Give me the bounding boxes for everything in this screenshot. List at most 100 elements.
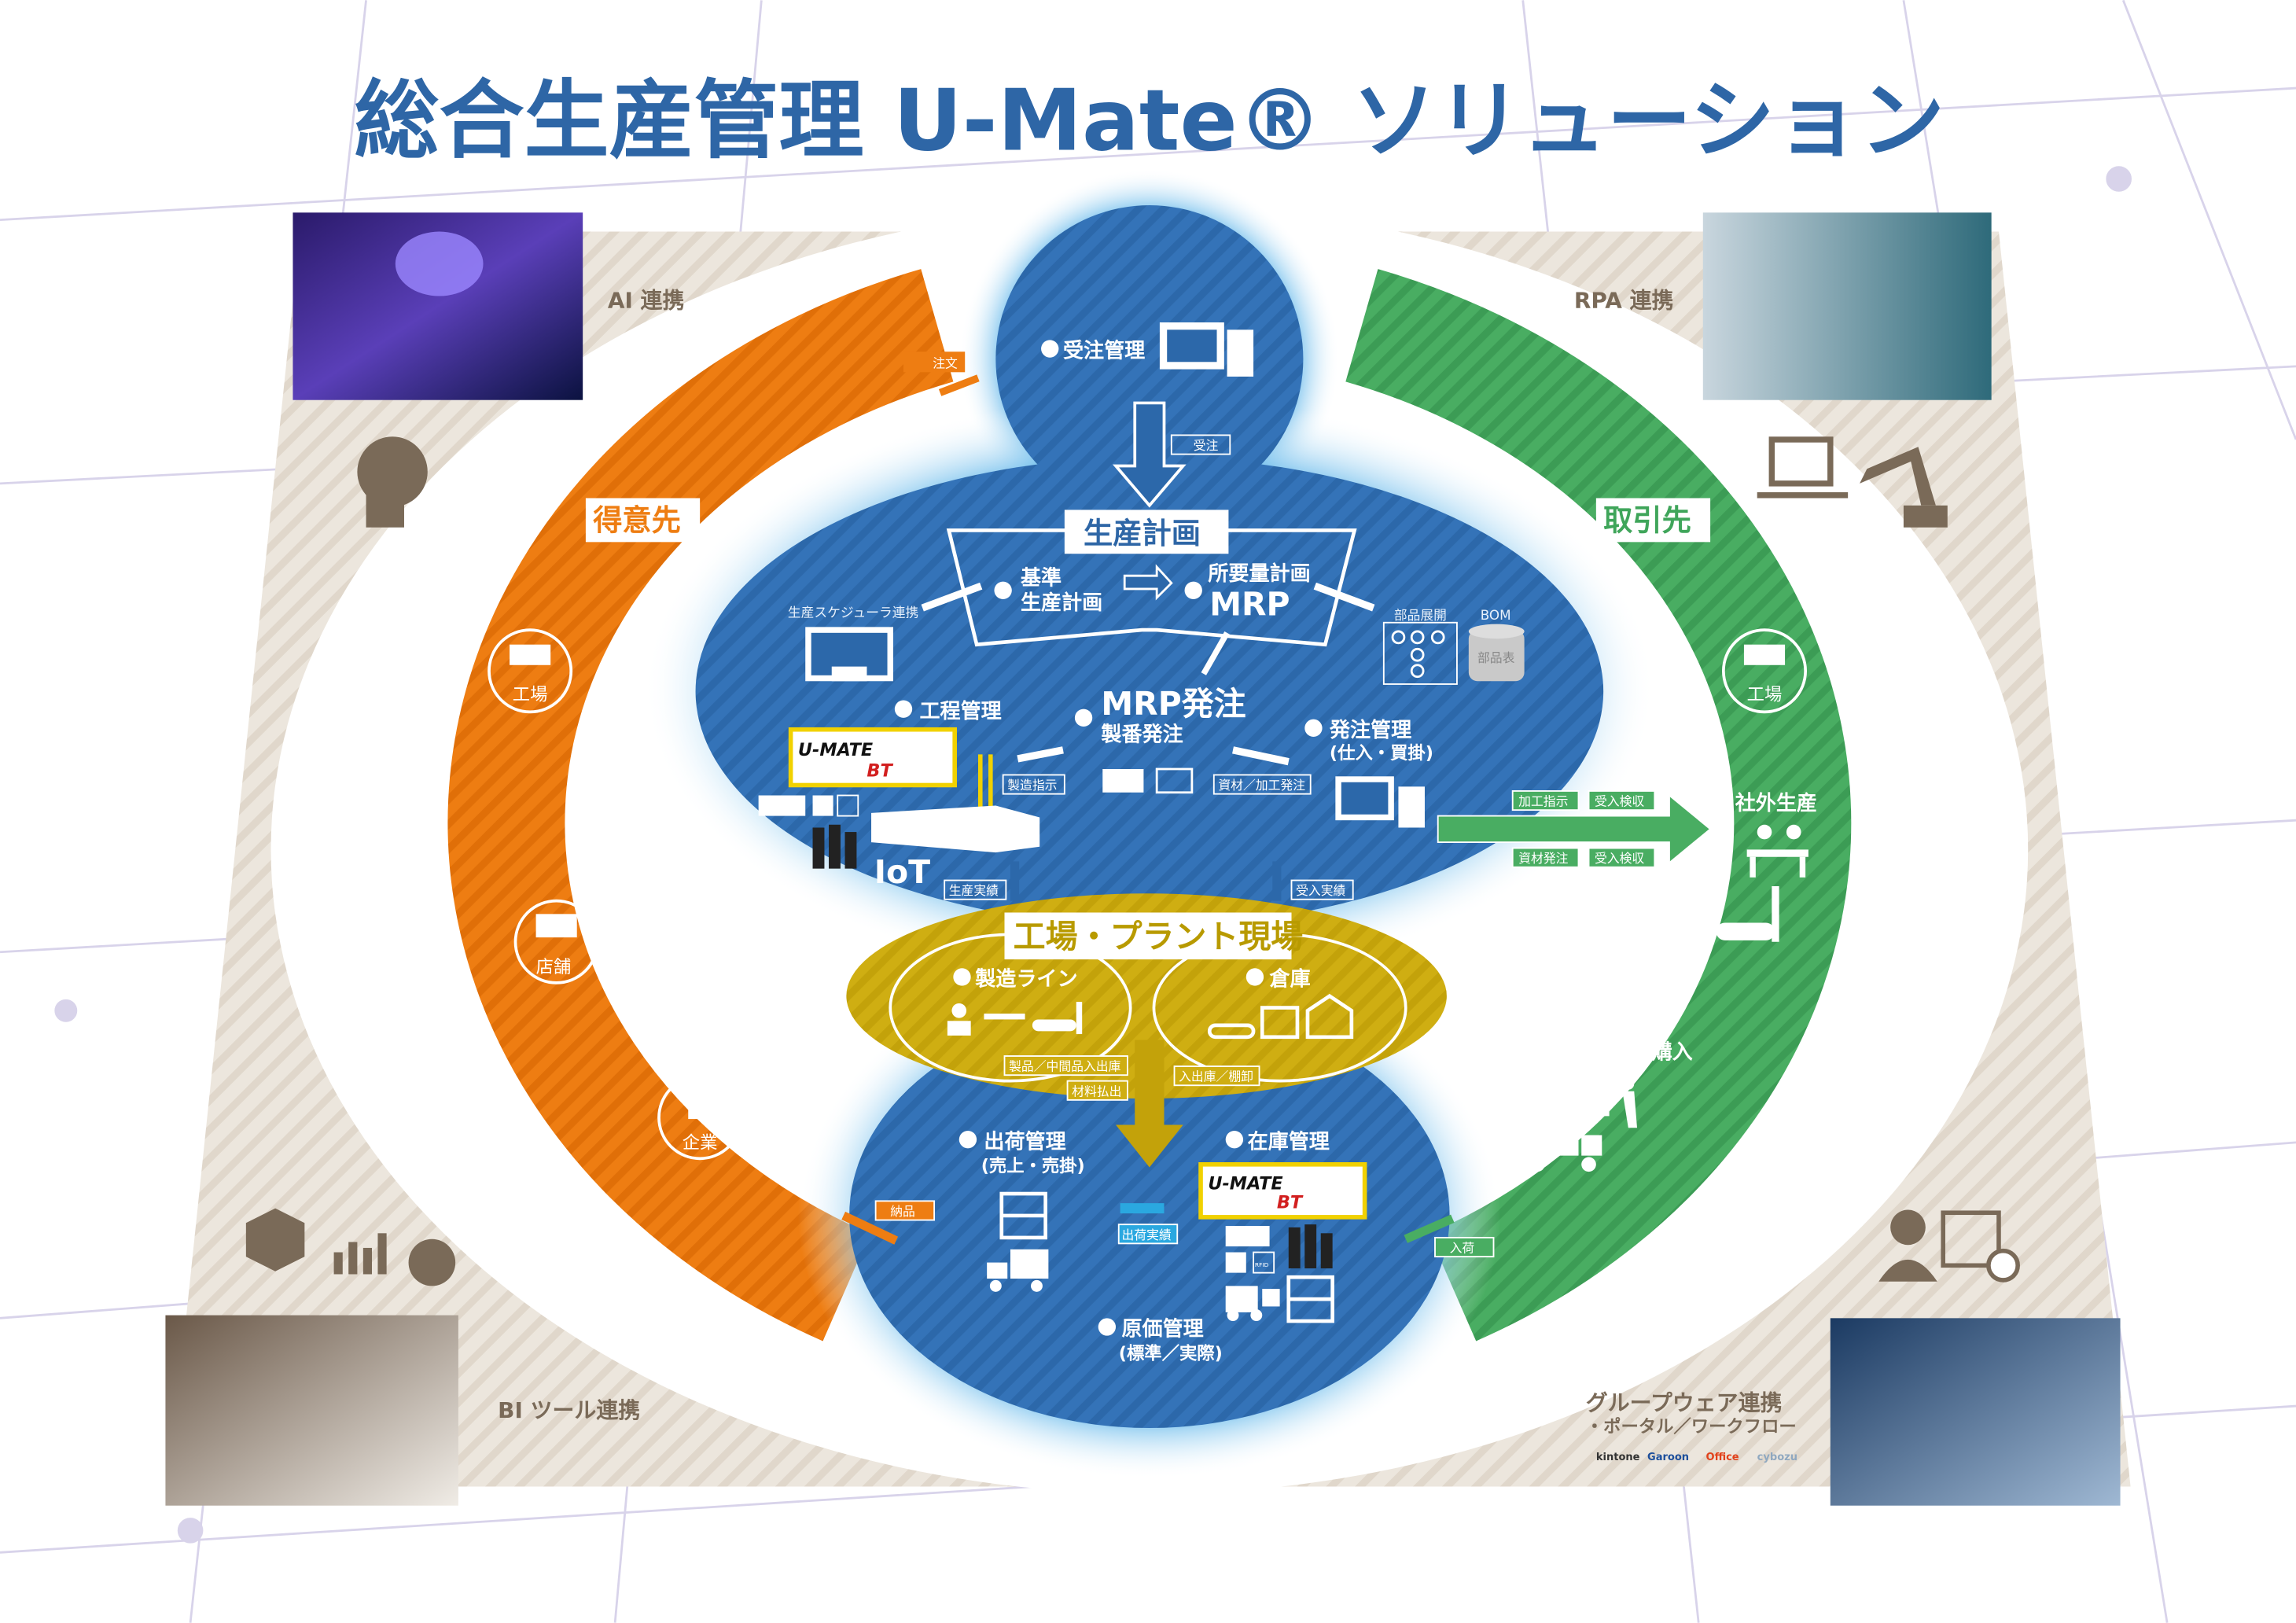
iot-label: IoT (874, 853, 930, 891)
bullet-icon (953, 968, 971, 986)
database-icon (1468, 624, 1525, 682)
received-order-tag-label: 受注 (1194, 438, 1219, 453)
store-icon (513, 899, 599, 984)
supplier-factory-label: 工場 (1747, 684, 1783, 705)
tree-icon (1391, 630, 1445, 679)
label-barcode-icon (1155, 767, 1194, 794)
serial-order-title: 製番発注 (1101, 723, 1183, 747)
arrival-arrow (1404, 1214, 1455, 1243)
production-line-label: 製造ライン (975, 968, 1077, 992)
svg-text:製品／中間品入出庫: 製品／中間品入出庫 (1009, 1059, 1120, 1074)
bullet-icon (1304, 719, 1323, 738)
bullet-icon (894, 700, 913, 718)
basic-plan-label-1: 基準 (1021, 565, 1062, 590)
mrp-down-arrow (1201, 631, 1230, 675)
plan-to-mrp-arrow (1123, 564, 1173, 601)
svg-text:材料払出: 材料払出 (1072, 1084, 1121, 1099)
scheduler-arrow (921, 582, 983, 612)
cost-management-title: 原価管理 (1121, 1318, 1203, 1341)
qr-code-icon (812, 795, 833, 816)
production-planning-box (1064, 510, 1229, 554)
svg-text:受入検収: 受入検収 (1595, 794, 1644, 809)
order-tag: 注文 (903, 351, 966, 373)
bi-label: BI ツール連携 (498, 1397, 640, 1423)
plant-title-box (1004, 912, 1292, 960)
parts-table-label: 部品表 (1477, 650, 1515, 665)
order-management-title: 受注管理 (1063, 339, 1145, 363)
order-arrow (938, 374, 980, 396)
shipping-management-title: 出荷管理 (984, 1130, 1065, 1154)
rpa-photo (1702, 212, 1992, 400)
inventory-shelf-icon (1286, 1275, 1334, 1323)
received-order-tag: 受注 (1170, 434, 1231, 455)
bullet-icon (959, 1130, 977, 1149)
svg-text:加工指示: 加工指示 (1518, 794, 1568, 809)
inventory-rfid-icon: RFID (1253, 1251, 1275, 1274)
instruction-arrow (1017, 746, 1064, 763)
svg-text:製造指示: 製造指示 (1007, 778, 1057, 793)
basic-plan-label-2: 生産計画 (1021, 591, 1102, 615)
production-planning-title: 生産計画 (1084, 516, 1201, 550)
rpa-label: RPA 連携 (1574, 287, 1674, 313)
scheduler-label: 生産スケジューラ連携 (788, 604, 918, 620)
conveyor-robot-icon (1716, 885, 1779, 942)
external-production-label: 社外生産 (1735, 791, 1817, 815)
order-down-arrow (1112, 401, 1187, 508)
cybozu-logo: cybozu (1757, 1452, 1797, 1463)
pie-chart-icon (408, 1238, 456, 1286)
bar-chart-icon (333, 1233, 387, 1275)
inventory-barcode-icon (1225, 1226, 1270, 1273)
delivery-tag: 納品 (874, 1200, 936, 1221)
production-result-tag: 生産実績 (944, 879, 1007, 900)
purchase-management-title: 発注管理 (1329, 718, 1411, 742)
svg-text:資材発注: 資材発注 (1518, 851, 1568, 866)
inventory-handheld-icon (1288, 1224, 1333, 1269)
handcart-icon (1588, 1077, 1637, 1128)
calendar-clock-icon (1941, 1210, 2020, 1283)
inspection-tag-1: 受入検収 (1588, 789, 1656, 812)
svg-text:入荷: 入荷 (1450, 1241, 1475, 1256)
svg-text:U-MATE: U-MATE (798, 740, 873, 760)
cost-management-sub: (標準／実際) (1119, 1342, 1223, 1364)
groupware-photo (1830, 1318, 2121, 1506)
plant-title: 工場・プラント現場 (1014, 918, 1304, 955)
purchase-computer-icon (1335, 776, 1425, 828)
printer-icon (1102, 768, 1144, 793)
svg-text:RFID: RFID (1255, 1261, 1269, 1268)
material-order-flow-tag: 資材発注 (1511, 847, 1580, 868)
warehouse-label: 倉庫 (1269, 967, 1311, 992)
delivery-truck-icon (987, 1249, 1049, 1292)
supplier-flow-arrow (1437, 793, 1712, 865)
inventory-management-title: 在庫管理 (1248, 1130, 1330, 1154)
ai-label: AI 連携 (608, 287, 685, 313)
shipping-management-sub: (売上・売掛) (981, 1156, 1085, 1176)
mrp-plan-label: 所要量計画 (1208, 561, 1310, 586)
cube-icon (245, 1208, 305, 1272)
bom-label: BOM (1481, 607, 1511, 623)
customer-factory-icon (488, 628, 573, 714)
inspection-tag-2: 受入検収 (1588, 847, 1656, 868)
receipt-result-tag: 受入実績 (1290, 879, 1354, 900)
supplier-arc (1345, 269, 1852, 1341)
customer-arc (447, 269, 954, 1341)
supplier-label-box (1595, 498, 1711, 543)
materials-tag: 材料払出 (1066, 1080, 1128, 1101)
purchase-order-arrow (1232, 746, 1290, 766)
bom-arrow (1313, 582, 1375, 612)
mrp-order-title: MRP発注 (1101, 685, 1246, 723)
bullet-icon (994, 581, 1012, 599)
groupware-sub-label: ・ポータル／ワークフロー (1586, 1416, 1797, 1437)
company-label: 企業 (683, 1132, 718, 1153)
svg-text:U-MATE: U-MATE (1208, 1173, 1282, 1194)
planning-frame (946, 528, 1357, 647)
customer-label-box (585, 498, 701, 543)
svg-text:資材／加工発注: 資材／加工発注 (1218, 778, 1305, 793)
head-icon (357, 436, 428, 528)
monitor-icon (805, 627, 893, 682)
store-label: 店舗 (536, 957, 572, 977)
mrp-label: MRP (1209, 585, 1290, 623)
supplier-label: 取引先 (1603, 502, 1691, 537)
